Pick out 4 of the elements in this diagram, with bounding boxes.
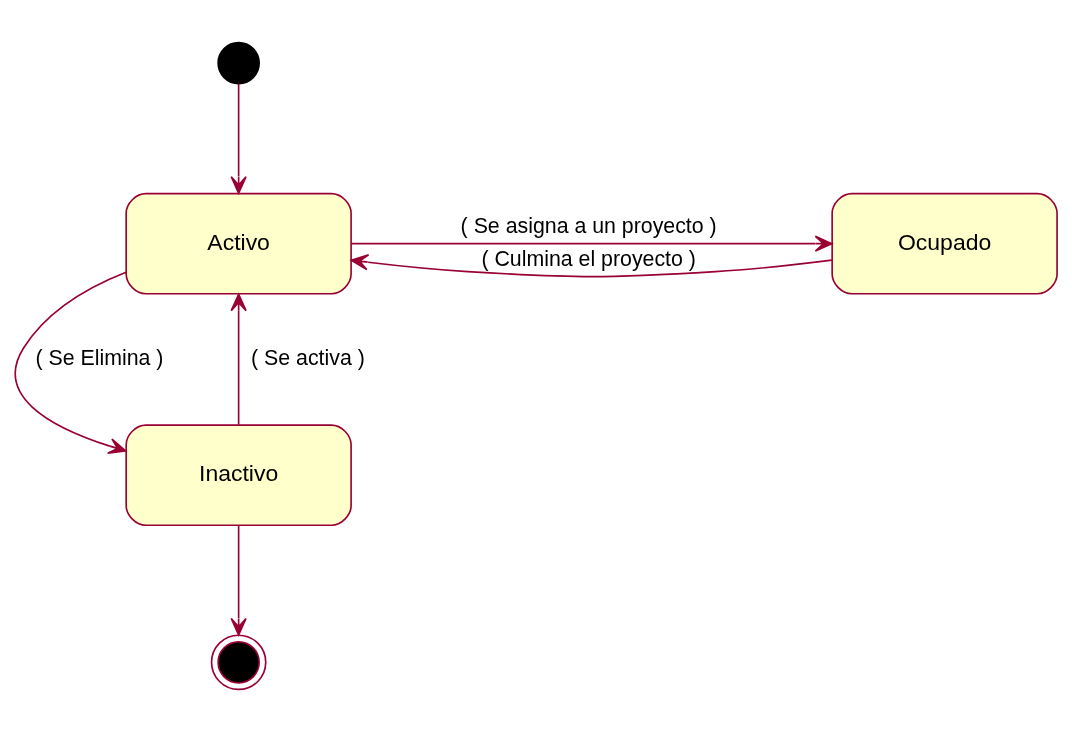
edge-label: ( Se asigna a un proyecto ) [460,213,717,238]
edge-label: ( Se Elimina ) [35,345,164,370]
edge-label: ( Se activa ) [251,345,365,370]
edge-label: ( Culmina el proyecto ) [481,246,696,271]
